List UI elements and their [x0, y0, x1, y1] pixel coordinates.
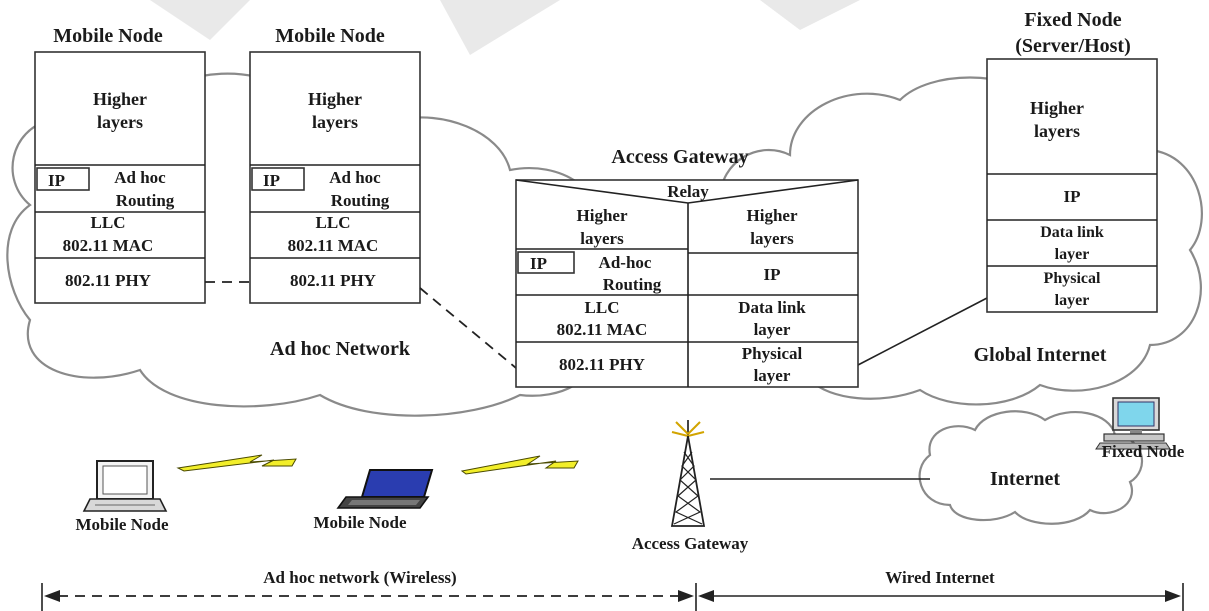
ip-label: IP [263, 171, 280, 190]
ip-label: IP [530, 254, 547, 273]
higher-layers-label: Higher [747, 206, 798, 225]
physical-label: Physical [742, 344, 803, 363]
mobile-node-1-stack: Mobile Node Higher layers IP Ad hoc Rout… [34, 25, 206, 304]
higher-layers-label: layers [580, 229, 624, 248]
higher-layers-label: layers [312, 112, 358, 132]
laptop-icon [336, 469, 434, 509]
higher-layers-label: layers [750, 229, 794, 248]
llc-label: LLC [585, 298, 620, 317]
ip-subbox [36, 167, 90, 191]
datalink-label: layer [754, 320, 791, 339]
access-gateway-title: Access Gateway [611, 146, 748, 168]
higher-layers-label: Higher [93, 89, 147, 109]
adhoc-network-label: Ad hoc Network [270, 338, 411, 360]
wireless-bolt-icon [176, 454, 297, 472]
physical-label: Physical [1044, 270, 1101, 287]
ip-subbox [517, 251, 575, 274]
background-shape [760, 0, 860, 30]
mobile-node-2-title: Mobile Node [275, 25, 385, 47]
phy-label: 802.11 PHY [65, 271, 151, 290]
datalink-label: layer [1055, 246, 1090, 263]
access-gateway-device-label: Access Gateway [632, 534, 749, 553]
background-shape [440, 0, 560, 55]
internet-cloud [918, 410, 1144, 525]
routing-label: Ad hoc [329, 168, 381, 187]
ip-label: IP [764, 265, 781, 284]
wireless-range-label: Ad hoc network (Wireless) [263, 568, 456, 587]
ip-label: IP [1064, 187, 1081, 206]
physical-label: layer [1055, 292, 1090, 309]
arrowhead-icon [698, 590, 714, 602]
global-internet-label: Global Internet [974, 344, 1107, 366]
stack-frame [986, 58, 1158, 313]
mac-label: 802.11 MAC [63, 236, 154, 255]
phy-label: 802.11 PHY [559, 355, 645, 374]
mobile-node-1-title: Mobile Node [53, 25, 163, 47]
routing-label: Ad hoc [114, 168, 166, 187]
higher-layers-label: layers [1034, 121, 1080, 141]
mobile-node-1-device-label: Mobile Node [75, 515, 168, 534]
antenna-tower-icon [670, 420, 706, 527]
llc-label: LLC [91, 213, 126, 232]
higher-layers-label: layers [97, 112, 143, 132]
llc-label: LLC [316, 213, 351, 232]
arrowhead-icon [678, 590, 694, 602]
wireless-bolt-icon [460, 455, 579, 475]
datalink-label: Data link [1040, 224, 1104, 241]
background-shape [150, 0, 250, 40]
ip-label: IP [48, 171, 65, 190]
higher-layers-label: Higher [1030, 98, 1084, 118]
routing-label: Ad-hoc [599, 253, 652, 272]
higher-layers-label: Higher [308, 89, 362, 109]
routing-label: Routing [603, 275, 662, 294]
fixed-node-subtitle: (Server/Host) [1015, 35, 1131, 57]
mobile-node-2-device-label: Mobile Node [313, 513, 406, 532]
access-gateway-stack: Access Gateway Relay Higher layers IP Ad… [515, 146, 859, 388]
phy-label: 802.11 PHY [290, 271, 376, 290]
fixed-node-device-label: Fixed Node [1102, 442, 1185, 461]
higher-layers-label: Higher [577, 206, 628, 225]
arrowhead-icon [1165, 590, 1181, 602]
stack-frame [515, 179, 859, 388]
relay-label: Relay [667, 182, 709, 201]
wired-range-label: Wired Internet [885, 568, 995, 587]
mobile-node-2-stack: Mobile Node Higher layers IP Ad hoc Rout… [249, 25, 421, 304]
mac-label: 802.11 MAC [557, 320, 648, 339]
laptop-icon [82, 460, 168, 512]
desktop-computer-icon [1095, 397, 1171, 450]
fixed-node-title: Fixed Node [1024, 9, 1121, 31]
routing-label: Routing [116, 191, 175, 210]
physical-label: layer [754, 366, 791, 385]
wireless-link-line [419, 287, 517, 369]
arrowhead-icon [44, 590, 60, 602]
wired-link-line [857, 297, 988, 366]
routing-label: Routing [331, 191, 390, 210]
fixed-node-stack: Fixed Node (Server/Host) Higher layers I… [986, 9, 1158, 313]
ip-subbox [251, 167, 305, 191]
mac-label: 802.11 MAC [288, 236, 379, 255]
internet-label: Internet [990, 468, 1060, 490]
datalink-label: Data link [738, 298, 806, 317]
